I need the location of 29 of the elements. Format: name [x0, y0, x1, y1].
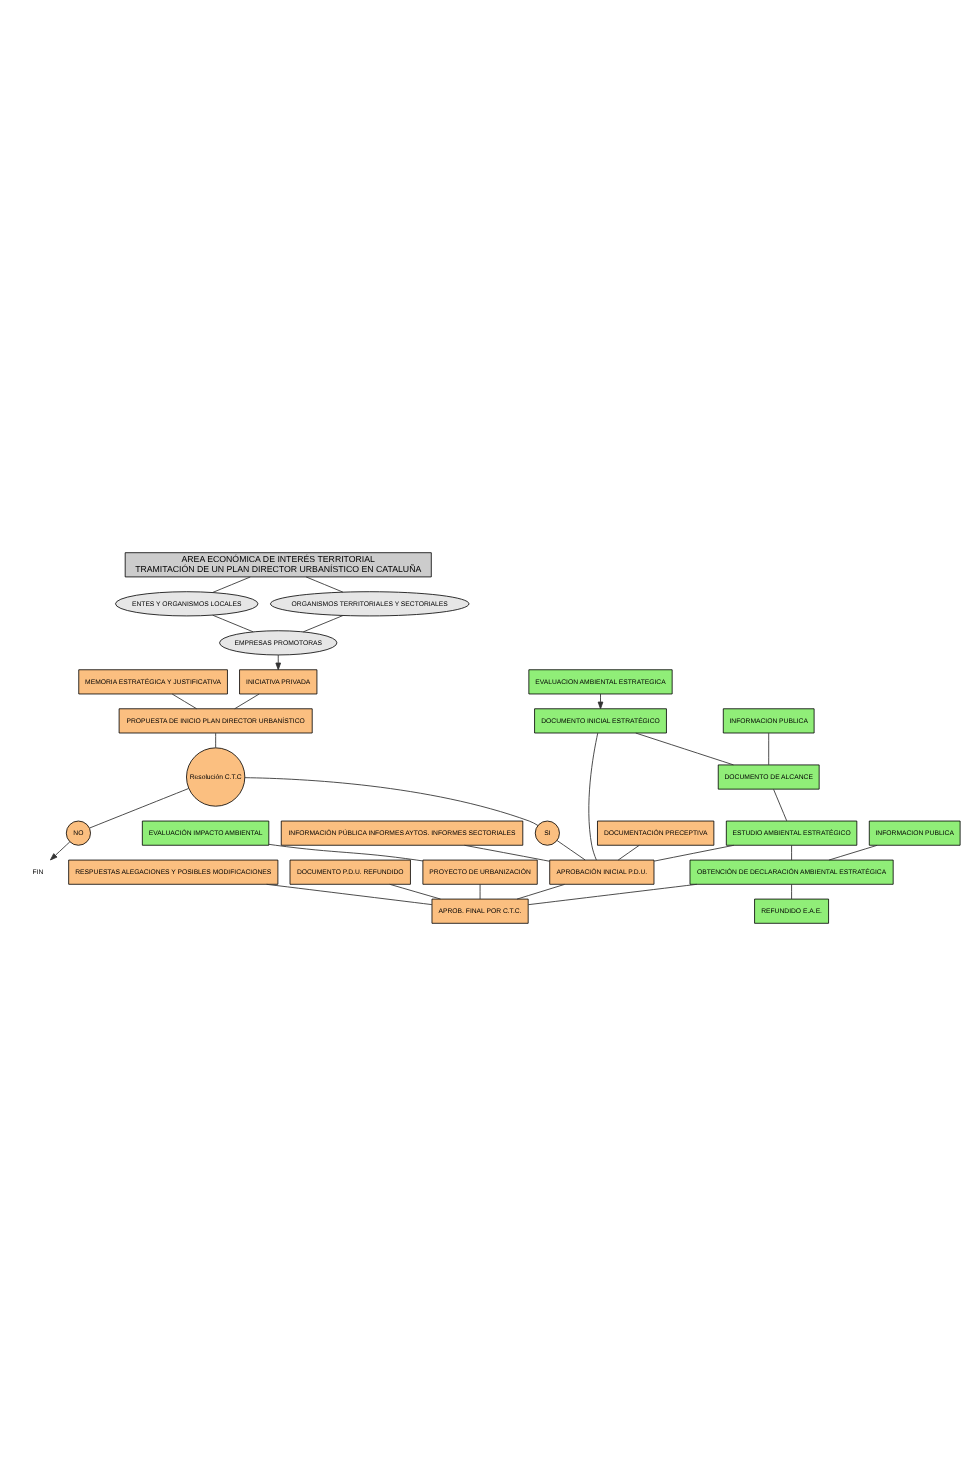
connector: [828, 844, 878, 861]
connector: [635, 732, 734, 766]
connector: [527, 883, 698, 906]
connector: [389, 883, 441, 900]
connector: [212, 576, 251, 593]
arrow: [275, 654, 282, 671]
connector: [244, 777, 539, 826]
connector: [305, 576, 344, 593]
connector: [556, 840, 586, 861]
connector: [479, 883, 481, 900]
connector: [791, 844, 792, 861]
connector: [791, 883, 792, 900]
arrow: [597, 693, 604, 710]
connector: [215, 732, 217, 749]
connector: [212, 614, 254, 633]
connector: [89, 788, 189, 829]
connector: [234, 693, 260, 710]
connector: [268, 843, 424, 862]
connector: [171, 693, 198, 710]
connector: [773, 788, 788, 822]
arrow: [50, 841, 71, 861]
connector: [768, 732, 770, 766]
connector: [653, 844, 735, 862]
connector: [617, 844, 640, 861]
connector: [516, 883, 566, 900]
connector: [588, 732, 599, 861]
connector: [266, 883, 433, 906]
connector: [464, 844, 550, 862]
connector: [302, 615, 344, 633]
